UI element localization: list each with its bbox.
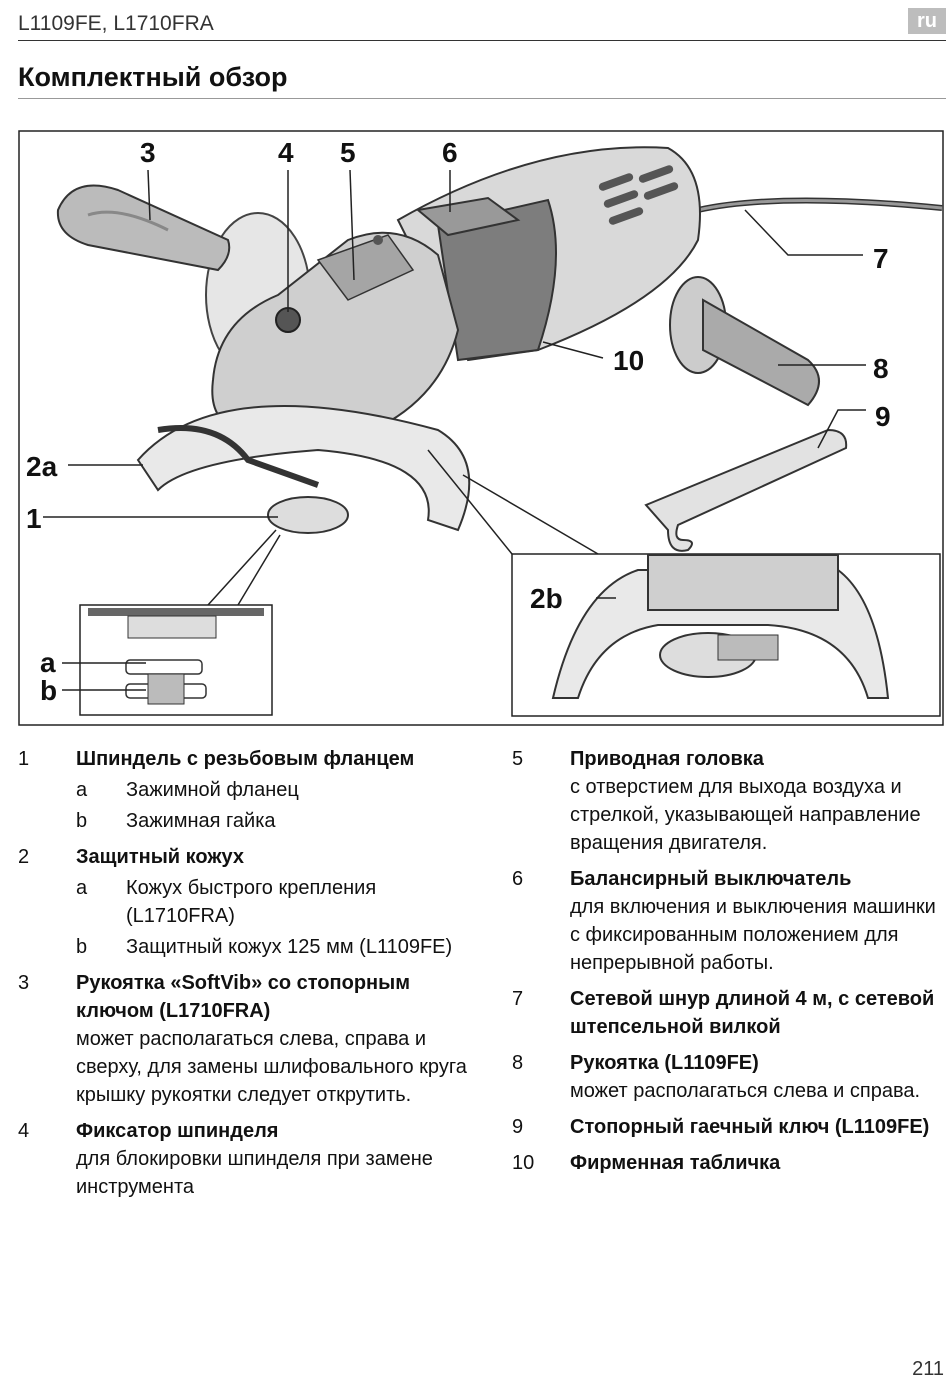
callout-5: 5	[340, 137, 356, 168]
callout-a: a	[40, 647, 56, 678]
legend-item-6: 6 Балансирный выключатель для включения …	[512, 868, 936, 974]
page-title: Комплектный обзор	[18, 62, 288, 92]
legend-item-10: 10 Фирменная табличка	[512, 1152, 781, 1174]
legend-item-5: 5 Приводная головка с отверстием для вых…	[512, 748, 921, 854]
header-model: L1109FE, L1710FRA	[18, 12, 214, 35]
legend-item-8: 8 Рукоятка (L1109FE) может располагаться…	[512, 1052, 921, 1102]
header-rule	[18, 40, 946, 41]
callout-6: 6	[442, 137, 458, 168]
callout-2a: 2a	[26, 451, 58, 482]
callout-b: b	[40, 675, 57, 706]
legend-item-4: 4 Фиксатор шпинделя для блокировки шпинд…	[18, 1120, 433, 1198]
callout-10: 10	[613, 345, 644, 376]
language-badge: ru	[908, 8, 946, 34]
angle-grinder-figure: 3 4 5 6 7 10 8 9 2a 1 2b a b	[18, 130, 944, 726]
callout-9: 9	[875, 401, 891, 432]
legend-right-column: 5 Приводная головка с отверстием для вых…	[512, 745, 942, 1185]
legend-item-3: 3 Рукоятка «SoftVib» со стопорным ключом…	[18, 972, 467, 1106]
callout-3: 3	[140, 137, 156, 168]
title-rule	[18, 98, 946, 99]
legend-item-9: 9 Стопорный гаечный ключ (L1109FE)	[512, 1116, 930, 1138]
legend-item-7: 7 Сетевой шнур длиной 4 м, с сетевой ште…	[512, 988, 935, 1038]
callout-4: 4	[278, 137, 294, 168]
page-number: 211	[912, 1358, 944, 1380]
callout-7: 7	[873, 243, 889, 274]
callout-2b: 2b	[530, 583, 563, 614]
callout-8: 8	[873, 353, 889, 384]
callout-1: 1	[26, 503, 42, 534]
